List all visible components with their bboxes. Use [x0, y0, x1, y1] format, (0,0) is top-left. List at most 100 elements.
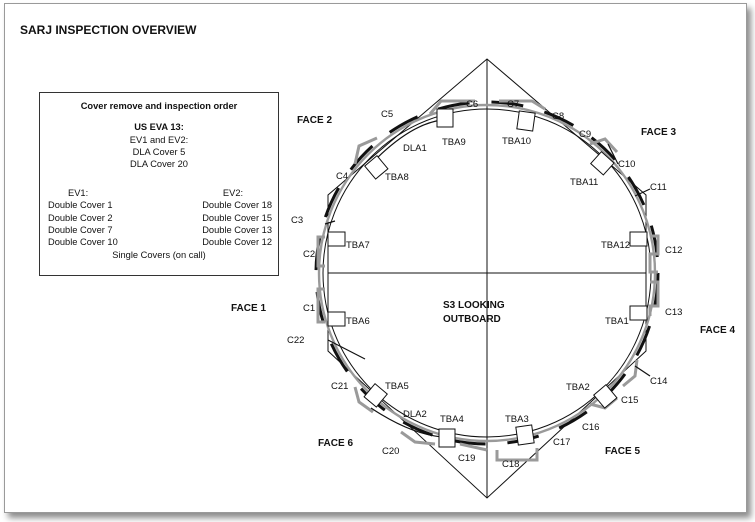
cover-bracket-c19 [459, 442, 488, 452]
tba7-box [327, 231, 346, 247]
cover-label: C14 [650, 376, 667, 387]
cover-bracket-c12 [648, 234, 660, 274]
face-label: FACE 1 [231, 303, 266, 314]
tba-label: TBA11 [570, 177, 598, 188]
ev2-item: Double Cover 12 [202, 237, 272, 248]
tba4-box [438, 428, 456, 448]
tba-label: TBA4 [440, 414, 464, 425]
dla-label: DLA2 [403, 409, 427, 420]
dla1-span [370, 119, 443, 165]
order-heading: Cover remove and inspection order [80, 101, 238, 111]
dla-labels: DLA1 DLA2 [403, 143, 427, 420]
tba-label: TBA2 [566, 382, 590, 393]
both-ev-item: DLA Cover 20 [130, 159, 188, 169]
ev2-label: EV2: [222, 188, 244, 198]
cover-bracket-c7 [499, 99, 546, 111]
cover-label: C17 [553, 437, 570, 448]
tba-label: TBA12 [601, 240, 630, 251]
cover-bracket-c4 [353, 136, 378, 165]
tba8-box [364, 155, 389, 180]
tba9-box [436, 108, 454, 128]
cover-labels: C1 C2 C3 C4 C5 C6 C7 C8 C9 C10 C11 C12 C… [287, 99, 682, 470]
tba1-box [629, 305, 648, 321]
cover-label: C4 [336, 171, 348, 182]
tba5-box [363, 383, 388, 408]
tba-label: TBA7 [346, 240, 370, 251]
tba-label: TBA1 [605, 316, 629, 327]
face-label: FACE 4 [700, 325, 735, 336]
page-title: SARJ INSPECTION OVERVIEW [20, 23, 197, 37]
cover-label: C16 [582, 422, 599, 433]
c10-leader [607, 143, 619, 165]
tba6-box [327, 311, 346, 327]
face-label: FACE 2 [297, 115, 332, 126]
ev1-item: Double Cover 1 [48, 200, 113, 211]
ev1-label: EV1: [68, 188, 89, 198]
cover-label: C6 [466, 99, 478, 110]
tba-label: TBA9 [442, 137, 466, 148]
tba2-box [593, 384, 618, 409]
cover-bracket-c14 [622, 359, 639, 388]
ev2-list: EV2: Double Cover 18 Double Cover 15 Dou… [186, 187, 272, 248]
eva-label: US EVA 13: [134, 122, 184, 132]
cover-label: C3 [291, 215, 303, 226]
c11-leader [634, 188, 651, 197]
cover-label: C9 [579, 129, 591, 140]
tba-label: TBA5 [385, 381, 409, 392]
inspection-order-box: Cover remove and inspection order US EVA… [39, 92, 279, 276]
dla2-span [370, 407, 443, 438]
cover-bracket-c5 [428, 99, 475, 115]
single-covers-note: Single Covers (on call) [112, 250, 206, 260]
cover-label: C18 [502, 459, 519, 470]
cover-label: C19 [458, 453, 475, 464]
dla-label: DLA1 [403, 143, 427, 154]
cover-bracket-c13 [648, 280, 660, 316]
ev1-item: Double Cover 7 [48, 224, 113, 235]
c22-leader [327, 339, 366, 360]
ev2-item: Double Cover 18 [202, 200, 272, 211]
ev1-item: Double Cover 10 [48, 237, 118, 248]
cover-brackets [316, 99, 660, 462]
cover-label: C10 [618, 159, 635, 170]
c3-leader [324, 220, 336, 225]
cover-bracket-c1 [316, 287, 325, 324]
center-label-line2: OUTBOARD [443, 314, 501, 325]
both-ev-label: EV1 and EV2: [129, 135, 189, 145]
cover-bracket-c10 [589, 137, 619, 154]
tba-label: TBA8 [385, 172, 409, 183]
tba3-box [515, 424, 535, 446]
tba-label: TBA10 [502, 136, 531, 147]
cover-label: C20 [382, 446, 399, 457]
cover-label: C12 [665, 245, 682, 256]
tba-label: TBA6 [346, 316, 370, 327]
face-label: FACE 6 [318, 438, 353, 449]
tba10-box [516, 110, 536, 132]
ev1-item: Double Cover 2 [48, 212, 113, 223]
dla-spans [324, 119, 651, 438]
cover-label: C7 [507, 99, 519, 110]
face-label: FACE 3 [641, 127, 676, 138]
tba-boxes [327, 108, 648, 448]
face-label: FACE 5 [605, 446, 640, 457]
sarj-diagram: S3 LOOKING OUTBOARD FACE 1 FACE 2 FACE 3… [231, 58, 735, 499]
tba-label: TBA3 [505, 414, 529, 425]
tba11-box [589, 150, 615, 176]
c14-leader [634, 365, 651, 377]
both-ev-item: DLA Cover 5 [132, 147, 186, 157]
face-labels: FACE 1 FACE 2 FACE 3 FACE 4 FACE 5 FACE … [231, 115, 735, 457]
cover-bracket-c2 [316, 235, 325, 268]
cover-bracket-c21 [353, 386, 374, 414]
page: SARJ INSPECTION OVERVIEW Cover remove an… [4, 3, 747, 513]
cover-bracket-c18 [495, 448, 539, 462]
cover-label: C15 [621, 395, 638, 406]
cover-label: C1 [303, 303, 315, 314]
cover-label: C8 [552, 111, 564, 122]
tba-labels: TBA1 TBA2 TBA3 TBA4 TBA5 TBA6 TBA7 TBA8 … [346, 136, 630, 425]
tba12-box [629, 231, 648, 247]
cover-label: C5 [381, 109, 393, 120]
cover-label: C11 [650, 182, 667, 193]
cover-label: C21 [331, 381, 348, 392]
cover-label: C22 [287, 335, 304, 346]
center-label-line1: S3 LOOKING [443, 300, 505, 311]
ev2-item: Double Cover 13 [202, 224, 272, 235]
